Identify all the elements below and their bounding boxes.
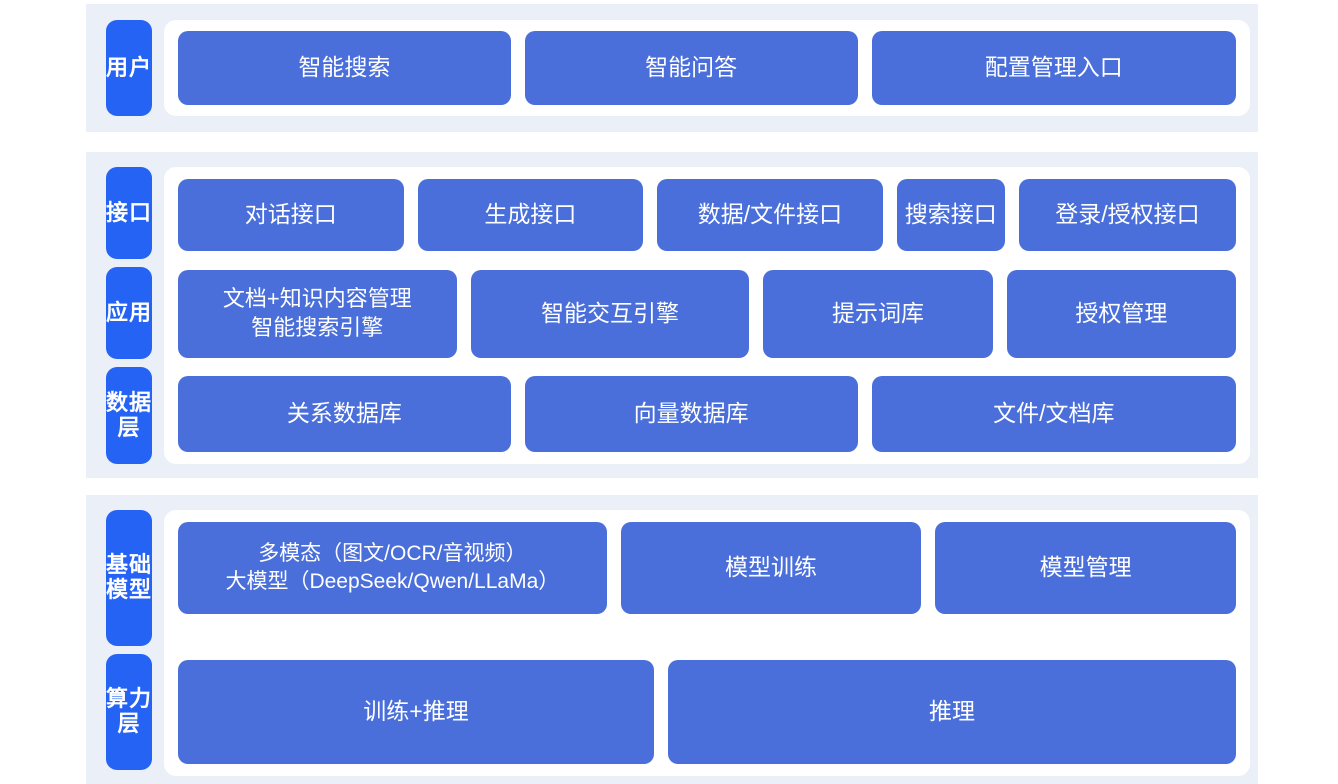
card-user-layer: 智能搜索 智能问答 配置管理入口 [164, 20, 1250, 116]
box-model-training[interactable]: 模型训练 [620, 522, 922, 614]
box-prompt-library[interactable]: 提示词库 [763, 269, 993, 358]
side-tab-api[interactable]: 接口 [106, 167, 152, 259]
side-tab-compute-layer[interactable]: 算力层 [106, 654, 152, 770]
row-api-interfaces: 对话接口 生成接口 数据/文件接口 搜索接口 登录/授权接口 [178, 179, 1236, 251]
box-data-file-api[interactable]: 数据/文件接口 [657, 179, 883, 251]
row-compute: 训练+推理 推理 [178, 660, 1236, 764]
box-file-document-store[interactable]: 文件/文档库 [871, 376, 1237, 452]
row-foundation-model: 多模态（图文/OCR/音视频） 大模型（DeepSeek/Qwen/LLaMa）… [178, 522, 1236, 614]
box-multimodal-large-model[interactable]: 多模态（图文/OCR/音视频） 大模型（DeepSeek/Qwen/LLaMa） [178, 522, 607, 614]
side-tab-user[interactable]: 用户 [106, 20, 152, 116]
box-model-management[interactable]: 模型管理 [935, 522, 1236, 614]
box-intelligent-search[interactable]: 智能搜索 [178, 31, 511, 105]
side-tab-data-layer[interactable]: 数据层 [106, 367, 152, 464]
box-intelligent-interaction-engine[interactable]: 智能交互引擎 [470, 269, 750, 358]
box-training-and-inference[interactable]: 训练+推理 [178, 660, 654, 764]
side-tab-column-infrastructure: 基础模型 算力层 [86, 495, 152, 784]
row-user-entries: 智能搜索 智能问答 配置管理入口 [178, 31, 1237, 105]
box-authorization-management[interactable]: 授权管理 [1006, 269, 1236, 358]
box-inference[interactable]: 推理 [668, 660, 1236, 764]
side-tab-application[interactable]: 应用 [106, 267, 152, 359]
card-platform-layer: 对话接口 生成接口 数据/文件接口 搜索接口 登录/授权接口 文档+知识内容管理… [164, 167, 1250, 464]
card-infrastructure-layer: 多模态（图文/OCR/音视频） 大模型（DeepSeek/Qwen/LLaMa）… [164, 510, 1250, 776]
box-vector-database[interactable]: 向量数据库 [524, 376, 858, 452]
box-intelligent-qa[interactable]: 智能问答 [524, 31, 858, 105]
band-user-layer: 用户 智能搜索 智能问答 配置管理入口 [86, 4, 1258, 132]
side-tab-foundation-model[interactable]: 基础模型 [106, 510, 152, 646]
side-tab-column-platform: 接口 应用 数据层 [86, 152, 152, 478]
band-infrastructure-layer: 基础模型 算力层 多模态（图文/OCR/音视频） 大模型（DeepSeek/Qw… [86, 495, 1258, 784]
box-config-management-entry[interactable]: 配置管理入口 [871, 31, 1237, 105]
box-dialog-api[interactable]: 对话接口 [178, 179, 404, 251]
row-applications: 文档+知识内容管理 智能搜索引擎 智能交互引擎 提示词库 授权管理 [178, 269, 1236, 358]
side-tab-column-user: 用户 [86, 4, 152, 132]
band-platform-layer: 接口 应用 数据层 对话接口 生成接口 数据/文件接口 搜索接口 登录/授权接口… [86, 152, 1258, 478]
box-login-auth-api[interactable]: 登录/授权接口 [1018, 179, 1236, 251]
row-data-stores: 关系数据库 向量数据库 文件/文档库 [178, 376, 1237, 452]
box-doc-knowledge-content-management[interactable]: 文档+知识内容管理 智能搜索引擎 [178, 269, 457, 358]
box-generation-api[interactable]: 生成接口 [417, 179, 644, 251]
box-relational-database[interactable]: 关系数据库 [178, 376, 511, 452]
box-search-api[interactable]: 搜索接口 [896, 179, 1005, 251]
